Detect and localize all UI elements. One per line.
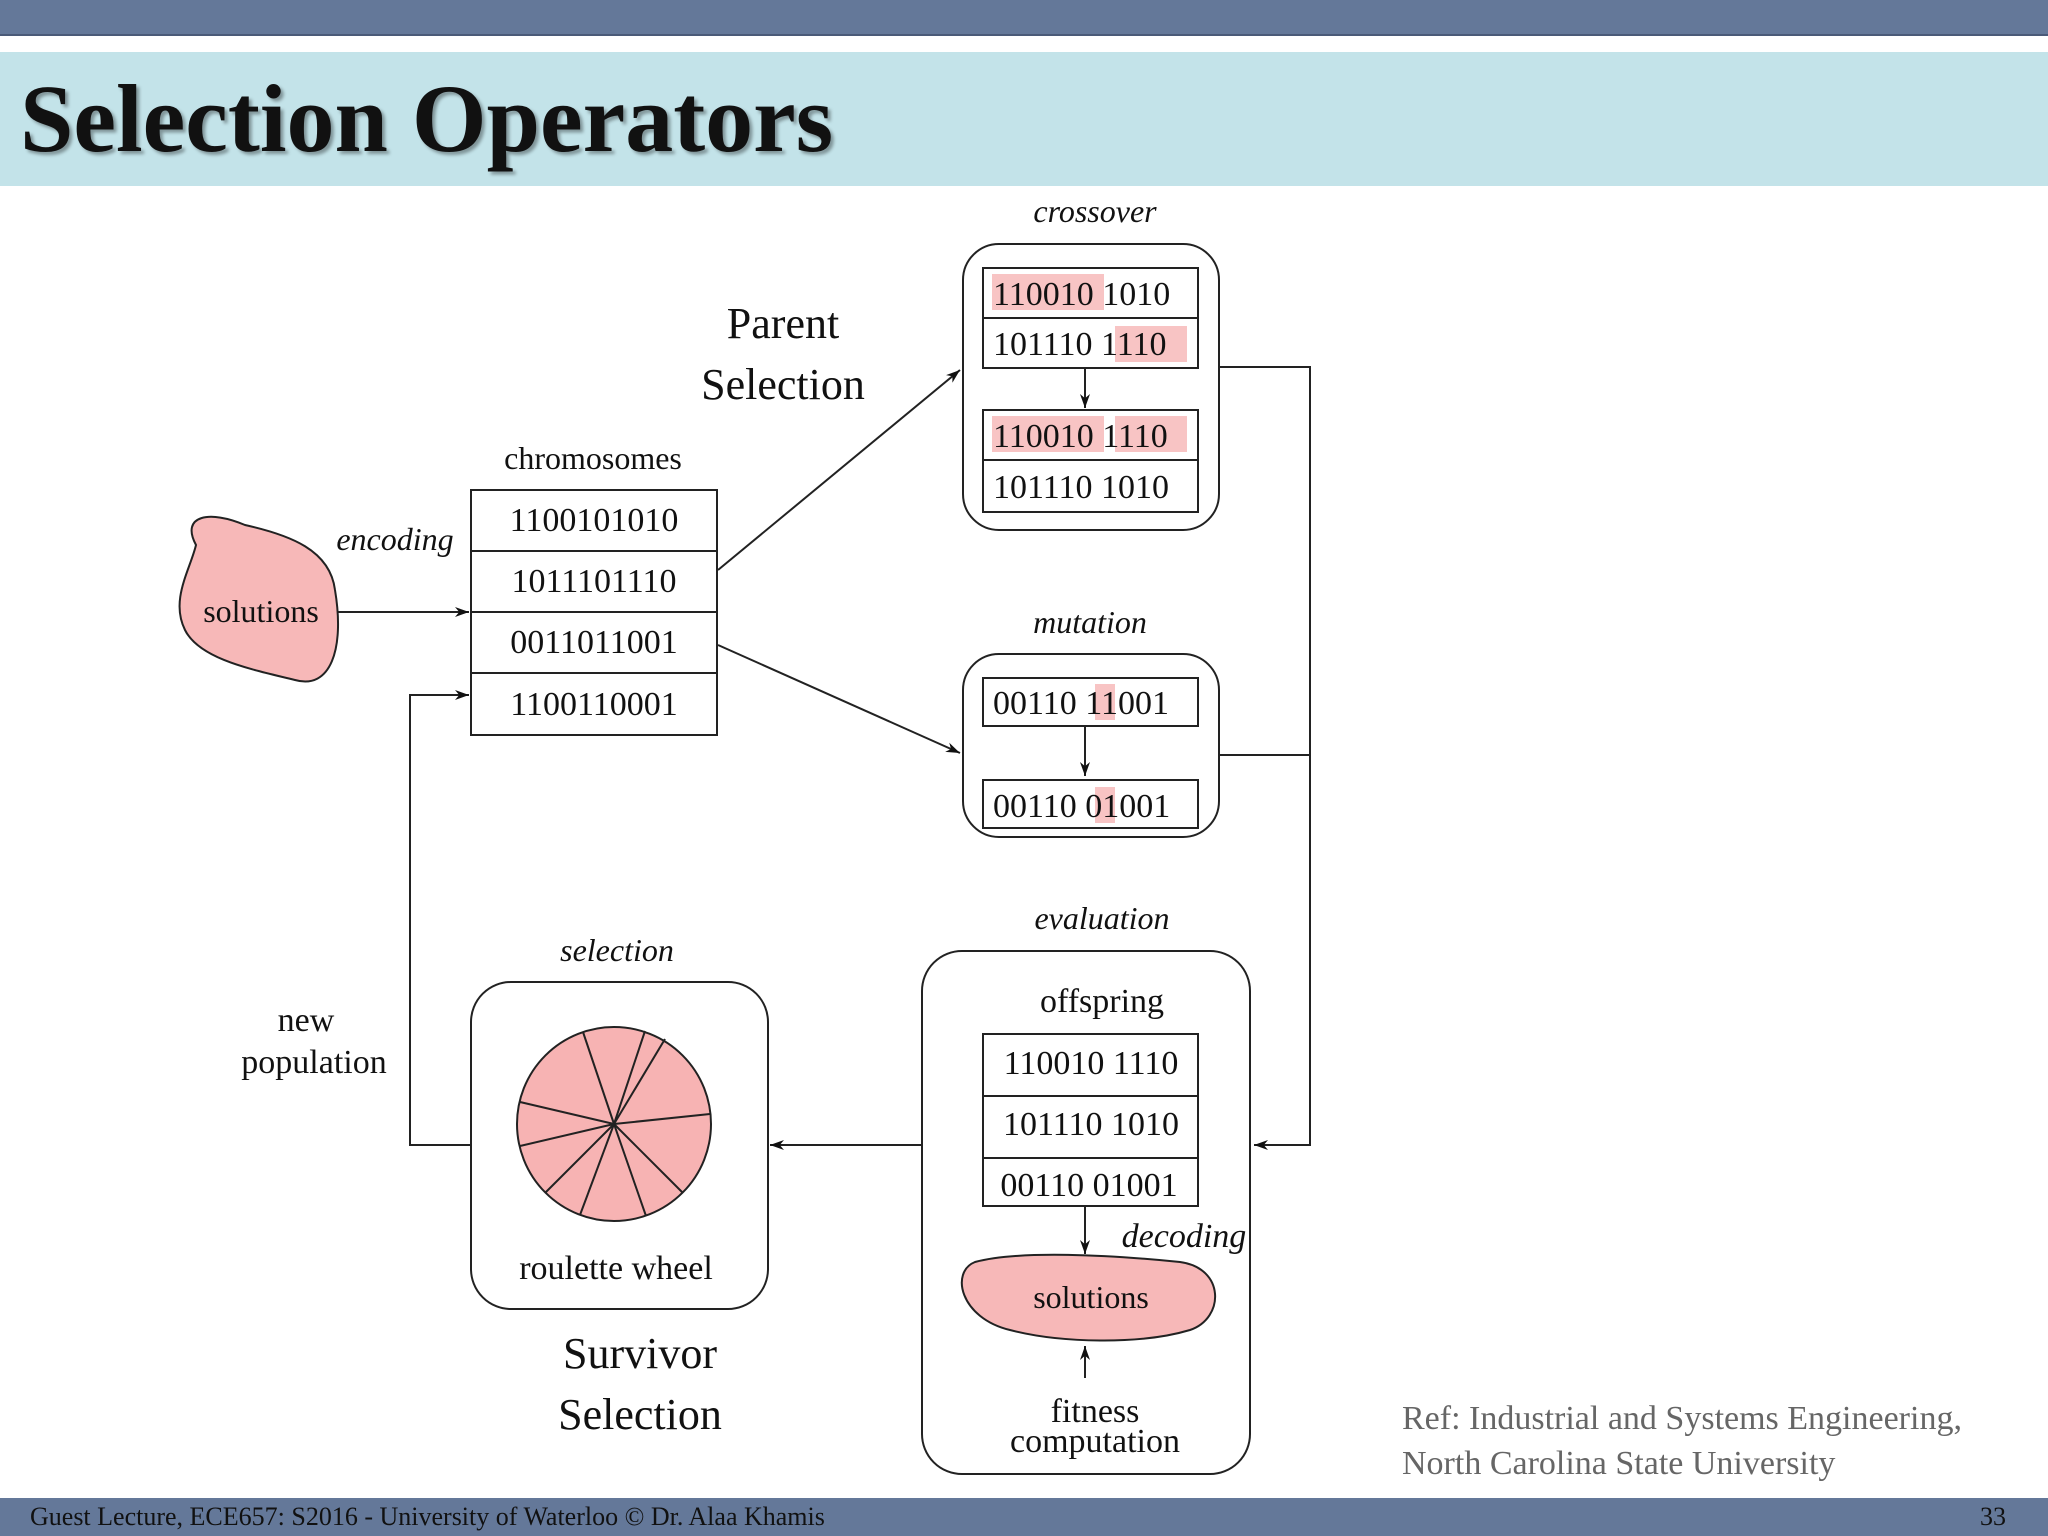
crossover-highlight [1115, 416, 1187, 452]
chromosome-value: 1100110001 [510, 686, 677, 723]
top-bar [0, 0, 2048, 36]
survivor-selection-line1: Survivor [563, 1329, 717, 1378]
roulette-slice-edge [579, 1123, 615, 1216]
new-population-line2: population [241, 1044, 386, 1081]
mutation-cell [982, 677, 1199, 727]
offspring-table: 110010 1110 101110 1010 00110 01001 [982, 1033, 1199, 1207]
crossover-row: 101110 1110 [993, 326, 1166, 363]
crossover-children-table: 110010 1110 101110 1010 [982, 409, 1199, 513]
arrow-selection-to-chromosomes [409, 690, 471, 1146]
decoding-label: decoding [1122, 1218, 1247, 1255]
mutation-cell [982, 779, 1199, 829]
offspring-cell [982, 1157, 1199, 1207]
evaluation-label: evaluation [1034, 900, 1169, 936]
arrow-to-mutation [717, 644, 961, 754]
roulette-slice-edge [613, 1030, 646, 1125]
reference-line2: North Carolina State University [1402, 1445, 1836, 1482]
crossover-label: crossover [1033, 193, 1157, 229]
roulette-slice-edge [613, 1123, 683, 1193]
mutation-highlight [1095, 787, 1115, 823]
solutions-blob-shape [178, 515, 339, 683]
crossover-highlight [992, 274, 1104, 310]
roulette-slice-edge [545, 1123, 615, 1193]
mutation-box [962, 653, 1220, 838]
solutions-blob-right [960, 1253, 1216, 1342]
footer-text: Guest Lecture, ECE657: S2016 - Universit… [30, 1502, 825, 1531]
solutions-right-label: solutions [1033, 1279, 1149, 1315]
chromosome-value: 1011101110 [512, 563, 677, 600]
chromosomes-table: 1100101010 1011101110 0011011001 1100110… [470, 489, 718, 736]
roulette-wheel [516, 1026, 712, 1222]
selection-label: selection [560, 932, 674, 968]
roulette-slice-edge [519, 1123, 615, 1147]
offspring-label: offspring [1040, 983, 1164, 1020]
page-number: 33 [1980, 1502, 2006, 1531]
mutation-label: mutation [1033, 604, 1147, 640]
chromosomes-label: chromosomes [504, 440, 682, 476]
crossover-row: 101110 1010 [993, 469, 1169, 506]
new-population-line1: new [278, 1002, 335, 1039]
crossover-row: 110010 1110 [993, 418, 1168, 455]
crossover-highlight [992, 416, 1104, 452]
crossover-cell [982, 317, 1199, 369]
crossover-box [962, 243, 1220, 531]
fitness-line1: fitness [1051, 1393, 1140, 1430]
roulette-slice-edge [613, 1038, 666, 1125]
mutation-after: 00110 01001 [993, 788, 1170, 825]
offspring-value: 00110 01001 [1000, 1167, 1177, 1204]
crossover-cell [982, 459, 1199, 513]
mutation-highlight [1095, 684, 1115, 720]
parent-selection-line1: Parent [727, 299, 839, 348]
roulette-slice-edge [582, 1031, 615, 1125]
offspring-value: 110010 1110 [1004, 1045, 1179, 1082]
evaluation-box [921, 950, 1251, 1475]
chromosome-cell [470, 672, 718, 736]
reference-line1: Ref: Industrial and Systems Engineering, [1402, 1400, 1962, 1437]
title-band [0, 52, 2048, 186]
solutions-left-label: solutions [203, 593, 319, 629]
encoding-label: encoding [336, 521, 453, 557]
crossover-highlight [1115, 326, 1187, 362]
fitness-line2: computation [1010, 1423, 1180, 1460]
mutation-before: 00110 11001 [993, 685, 1169, 722]
roulette-slice-edge [613, 1113, 711, 1125]
bottom-bar [0, 1498, 2048, 1536]
solutions-blob-left: solutions [178, 515, 339, 683]
slide-title: Selection Operators [20, 65, 834, 172]
roulette-slice-edge [613, 1123, 647, 1217]
crossover-parents-table: 110010 1010 101110 1110 [982, 267, 1199, 369]
chromosome-value: 1100101010 [510, 502, 679, 539]
reference-note: Ref: Industrial and Systems Engineering,… [1402, 1396, 2032, 1486]
survivor-selection-line2: Selection [558, 1390, 722, 1439]
offspring-value: 101110 1010 [1003, 1106, 1179, 1143]
roulette-wheel-label: roulette wheel [519, 1250, 713, 1287]
crossover-row: 110010 1010 [993, 276, 1170, 313]
roulette-slice-edge [519, 1101, 615, 1125]
chromosome-value: 0011011001 [510, 624, 677, 661]
arrow-to-crossover [717, 369, 961, 571]
parent-selection-line2: Selection [701, 360, 865, 409]
